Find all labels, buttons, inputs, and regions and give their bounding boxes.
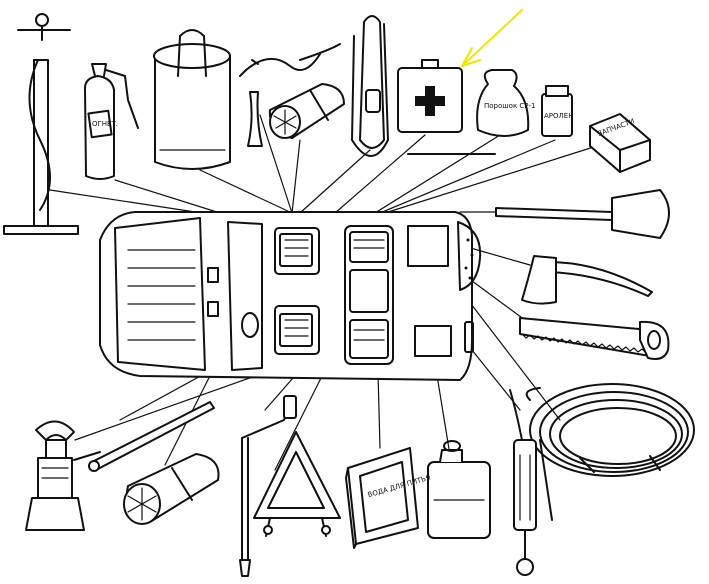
car-top-view [99,211,482,381]
shovel-icon [495,189,670,239]
axe-icon [521,255,653,305]
jar-label: АРОЛЕН [544,112,573,120]
fire-extinguisher-icon: ОГНЕТ. [84,63,139,180]
case-icon: ВОДА ДЛЯ ПИТЬЯ [345,447,432,549]
saw-icon [519,317,670,360]
highlight-arrow [461,9,523,67]
water-canister-icon [153,29,231,170]
crank-icon [239,395,297,577]
first-aid-kit-icon [397,59,496,155]
jerrycan-icon [427,440,491,539]
extinguisher-label: ОГНЕТ. [92,120,118,128]
tire-pump-icon [3,13,79,235]
box-icon: ЗАПЧАСТИ [589,113,651,173]
hose-icon [525,383,695,477]
warning-triangle-icon [253,431,341,537]
car-jack-icon [25,420,101,531]
tool-roll-icon [123,453,220,525]
bag-icon: Порошок СР-1 [476,69,536,137]
strap-icon [351,15,389,157]
tow-cable-icon [239,43,341,147]
pry-bar-icon [88,401,215,472]
grease-gun-icon [509,389,553,576]
powder-bag-label: Порошок СР-1 [484,102,536,110]
tool-roll-icon [268,83,345,139]
jar-icon: АРОЛЕН [541,85,573,137]
